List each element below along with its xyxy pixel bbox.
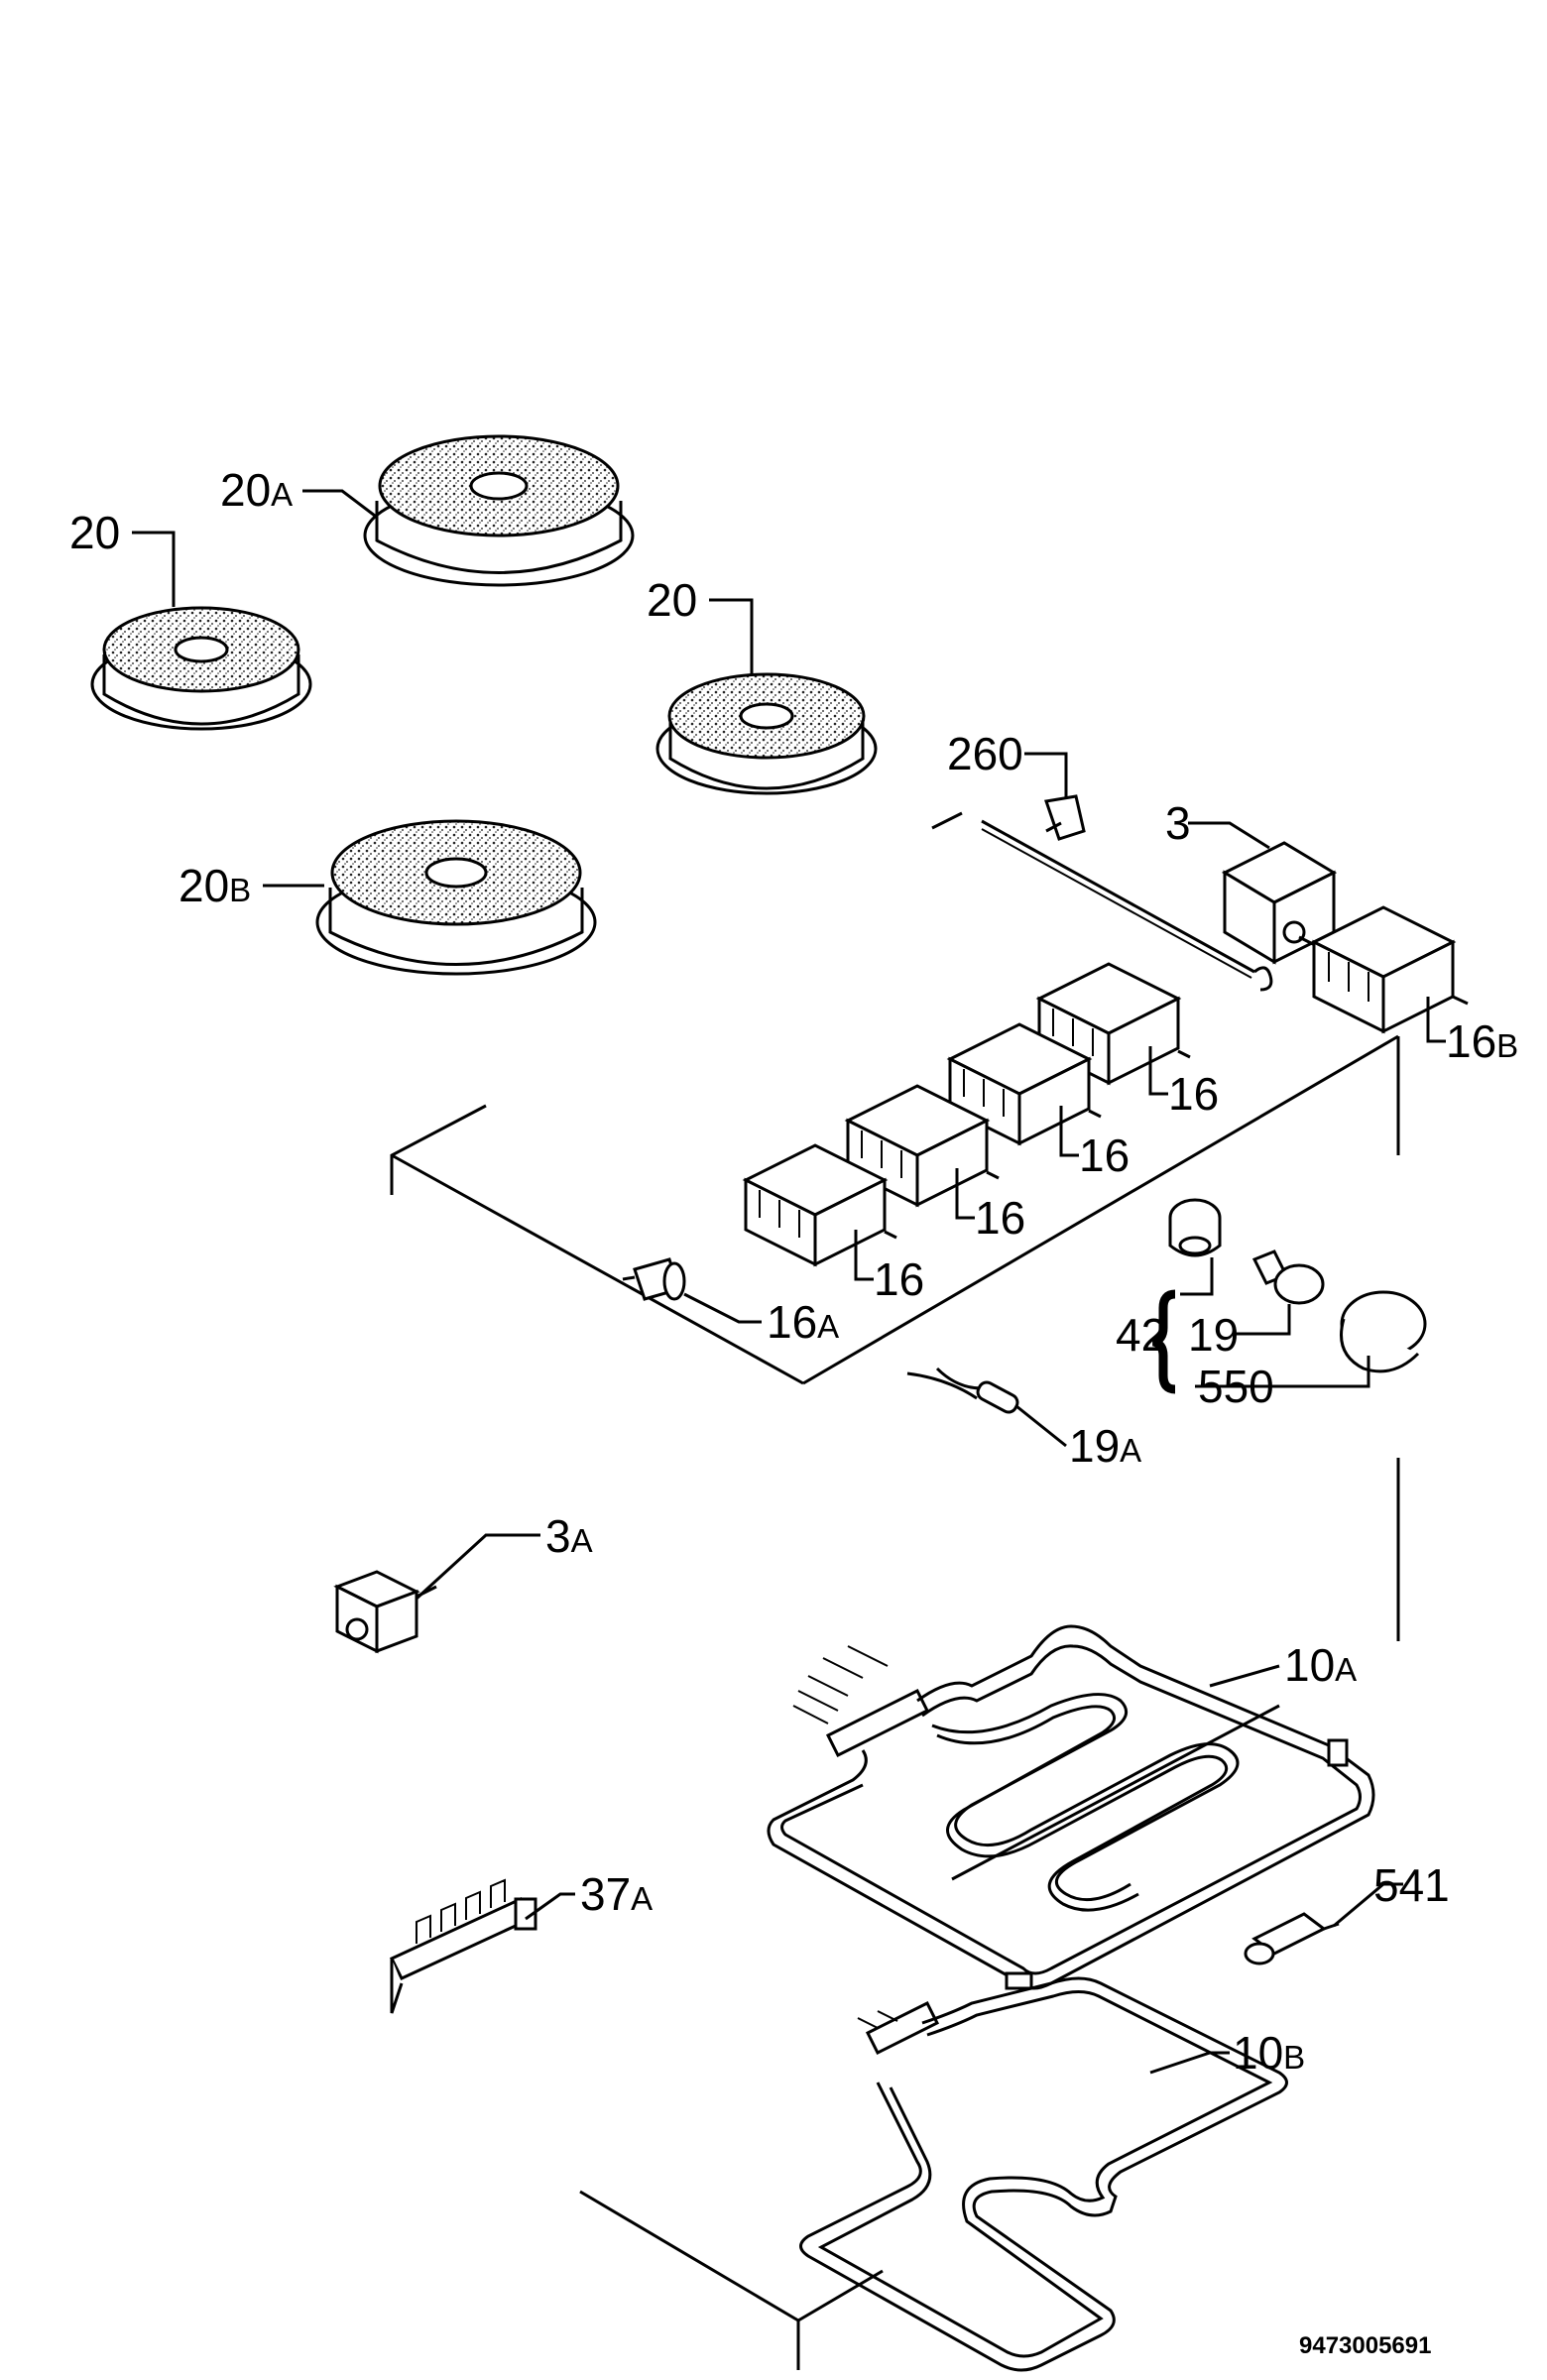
clip-260 <box>1044 794 1086 841</box>
label-switch-16-3: 16 <box>975 1192 1025 1244</box>
label-burner-top: 20A <box>220 464 293 516</box>
hotplate-20b <box>315 819 597 976</box>
label-wire-19a: 19A <box>1069 1420 1141 1472</box>
label-burner-large: 20B <box>178 860 251 911</box>
hotplate-20-mid <box>655 672 878 795</box>
label-connector-541: 541 <box>1373 1859 1450 1911</box>
label-lamp-cover-550: 550 <box>1198 1361 1274 1412</box>
switch-16-1 <box>1035 962 1191 1086</box>
wire-19a <box>906 1367 1019 1414</box>
label-switch-16-2: 16 <box>1079 1130 1130 1181</box>
hotplate-20a <box>363 434 635 587</box>
label-switch-16-4: 16 <box>874 1253 924 1305</box>
label-burner-mid: 20 <box>647 574 697 626</box>
switch-16-2 <box>946 1022 1102 1146</box>
lamp-group-bracket <box>1151 1289 1176 1394</box>
lamp-bulb-19 <box>1251 1250 1325 1305</box>
lamp-cover-550 <box>1340 1290 1427 1373</box>
label-grill-element-10a: 10A <box>1284 1639 1357 1691</box>
label-lamp-19: 19 <box>1188 1309 1239 1361</box>
pilot-light-16a <box>622 1257 686 1301</box>
label-thermostat-3: 3 <box>1165 797 1191 849</box>
switch-16-3 <box>844 1084 1000 1208</box>
label-switch-16b: 16B <box>1446 1015 1518 1067</box>
label-clip-260: 260 <box>947 728 1023 779</box>
label-pilot-16a: 16A <box>767 1296 839 1348</box>
label-lamp-group-42: 42 <box>1116 1309 1166 1361</box>
bottom-element-10b <box>799 1976 1288 2372</box>
control-panel-outline <box>390 811 1400 1641</box>
label-burner-tl: 20 <box>69 507 120 558</box>
lamp-holder-42 <box>1168 1198 1222 1257</box>
switch-3a <box>333 1570 437 1654</box>
switch-16b <box>1310 905 1469 1034</box>
reference-number: 9473005691 <box>1299 2332 1431 2359</box>
grill-element-10a <box>767 1624 1375 1990</box>
cabinet-outline-bottom <box>579 2190 884 2370</box>
label-bottom-element-10b: 10B <box>1233 2027 1305 2079</box>
switch-16-4 <box>742 1143 897 1267</box>
hotplate-20-left <box>90 606 312 731</box>
label-switch-16-1: 16 <box>1168 1068 1219 1120</box>
label-switch-3a: 3A <box>545 1510 593 1562</box>
leader-lines <box>132 489 1446 2075</box>
label-terminal-block-37a: 37A <box>580 1868 653 1920</box>
capillary-rod <box>981 819 1273 992</box>
connector-541 <box>1244 1912 1340 1965</box>
terminal-block-37a <box>389 1878 537 2014</box>
